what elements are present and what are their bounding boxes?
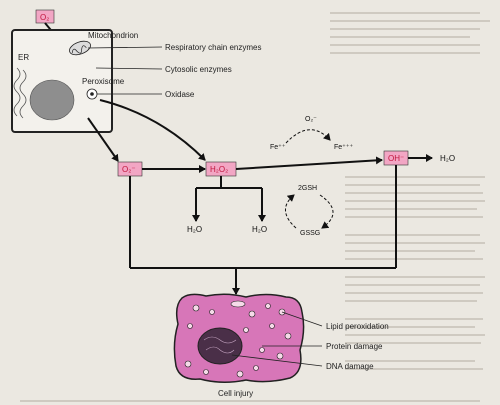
h2o-branch: [196, 176, 262, 189]
fe3-label: Fe⁺⁺⁺: [334, 144, 354, 151]
cell-injury-caption: Cell injury: [218, 389, 253, 398]
cytosolic-enzymes-label: Cytosolic enzymes: [165, 65, 232, 74]
o2-radical-label: O₂⁻: [122, 165, 136, 174]
er-membrane: [13, 67, 27, 119]
gsh-cycle-right-arc: [319, 194, 334, 229]
gssg-label: GSSG: [300, 230, 320, 237]
protein-damage-label: Protein damage: [326, 342, 383, 351]
mitochondrion-label: Mitochondrion: [88, 31, 138, 40]
respiratory-chain-label: Respiratory chain enzymes: [165, 43, 261, 52]
h2o-left-label: H₂O: [187, 225, 202, 234]
h2o-right-label: H₂O: [440, 154, 455, 163]
oxidase-label: Oxidase: [165, 90, 195, 99]
leader-lines: [87, 46, 163, 95]
h2o2-label: H₂O₂: [210, 165, 228, 174]
convergence-lines: [129, 165, 397, 269]
arrow-cell-to-o2-radical: [87, 117, 119, 162]
gsh-label: 2GSH: [298, 185, 317, 192]
o2-top-label: O₂: [40, 13, 49, 22]
peroxisome-label: Peroxisome: [82, 77, 125, 86]
nucleus: [29, 79, 75, 121]
lipid-peroxidation-label: Lipid peroxidation: [326, 322, 389, 331]
er-label: ER: [18, 53, 29, 62]
fe2-label: Fe⁺⁺: [270, 144, 286, 151]
arrow-h2o2-to-oh: [235, 156, 383, 170]
peroxisome-icon: [86, 88, 98, 100]
h2o-mid-label: H₂O: [252, 225, 267, 234]
injury-leader-lines: [231, 311, 323, 367]
oh-radical-label: OH⁻: [388, 154, 404, 163]
dna-damage-label: DNA damage: [326, 362, 374, 371]
mitochondrion-icon: [69, 40, 91, 56]
injured-cell: [173, 293, 305, 383]
arrow-peroxisome-to-h2o2: [99, 99, 206, 161]
fenton-cycle-arc: [285, 129, 331, 144]
fenton-o2-label: O₂⁻: [305, 116, 317, 123]
gsh-cycle-left-arc: [285, 194, 297, 229]
